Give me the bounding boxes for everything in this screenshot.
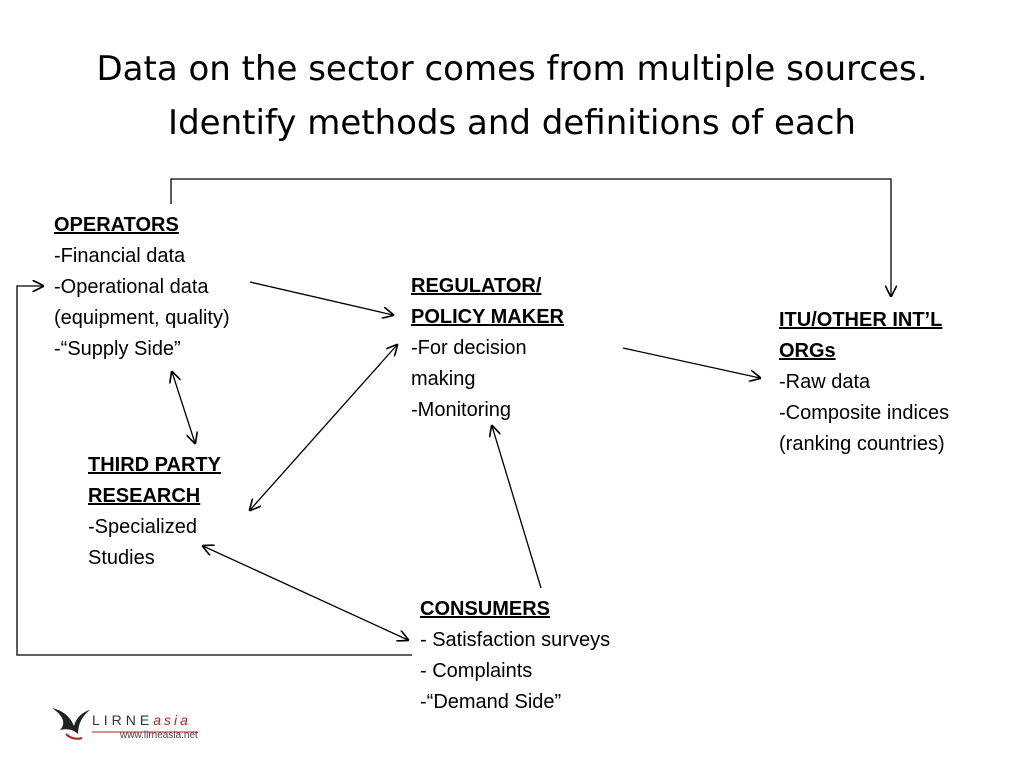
regulator-item: -For decision — [411, 337, 527, 359]
operators-heading: OPERATORS — [54, 214, 179, 236]
logo-emblem-icon — [52, 708, 90, 734]
third-party-block: THIRD PARTY RESEARCH -Specialized Studie… — [88, 450, 221, 574]
operators-block: OPERATORS -Financial data -Operational d… — [54, 210, 230, 365]
third-party-heading-line-2: RESEARCH — [88, 485, 201, 507]
consumers-block: CONSUMERS - Satisfaction surveys - Compl… — [420, 594, 610, 718]
regulator-heading-line-2: POLICY MAKER — [411, 306, 564, 328]
arrow-regulator-to-itu — [622, 347, 760, 378]
third-party-item: Studies — [88, 547, 155, 569]
consumers-item: -“Demand Side” — [420, 691, 562, 713]
operators-item: -Operational data — [54, 276, 209, 298]
arrow-third-party-consumers — [203, 546, 408, 640]
slide-title: Data on the sector comes from multiple s… — [0, 42, 1024, 150]
regulator-block: REGULATOR/ POLICY MAKER -For decision ma… — [411, 271, 564, 426]
arrow-third-party-regulator — [250, 345, 397, 510]
lirneasia-logo — [52, 708, 198, 740]
operators-item: -“Supply Side” — [54, 338, 181, 360]
itu-block: ITU/OTHER INT’L ORGs -Raw data -Composit… — [779, 305, 949, 460]
arrow-consumers-to-regulator — [492, 426, 542, 589]
itu-item: (ranking countries) — [779, 433, 945, 455]
arrow-consumers-to-operators — [16, 286, 412, 656]
logo-name: LIRNE — [92, 712, 154, 728]
third-party-heading-line-1: THIRD PARTY — [88, 454, 221, 476]
arrow-operators-third-party — [172, 372, 195, 443]
itu-heading-line-1: ITU/OTHER INT’L — [779, 309, 943, 331]
title-line-1: Data on the sector comes from multiple s… — [96, 49, 928, 89]
logo-url: www.lirneasia.net — [120, 730, 198, 741]
operators-item: -Financial data — [54, 245, 186, 267]
title-line-2: Identify methods and definitions of each — [168, 103, 856, 143]
itu-heading-line-2: ORGs — [779, 340, 836, 362]
consumers-item: - Complaints — [420, 660, 533, 682]
consumers-heading: CONSUMERS — [420, 598, 551, 620]
arrow-operators-to-regulator — [249, 281, 393, 315]
operators-item: (equipment, quality) — [54, 307, 230, 329]
regulator-item: -Monitoring — [411, 399, 512, 421]
logo-wordmark: LIRNEasia — [92, 712, 191, 728]
consumers-item: - Satisfaction surveys — [420, 629, 611, 651]
third-party-item: -Specialized — [88, 516, 197, 538]
itu-item: -Composite indices — [779, 402, 950, 424]
regulator-heading-line-1: REGULATOR/ — [411, 275, 542, 297]
regulator-item: making — [411, 368, 476, 390]
arrow-top-to-itu — [170, 178, 891, 296]
logo-tag: asia — [153, 712, 191, 728]
itu-item: -Raw data — [779, 371, 871, 393]
